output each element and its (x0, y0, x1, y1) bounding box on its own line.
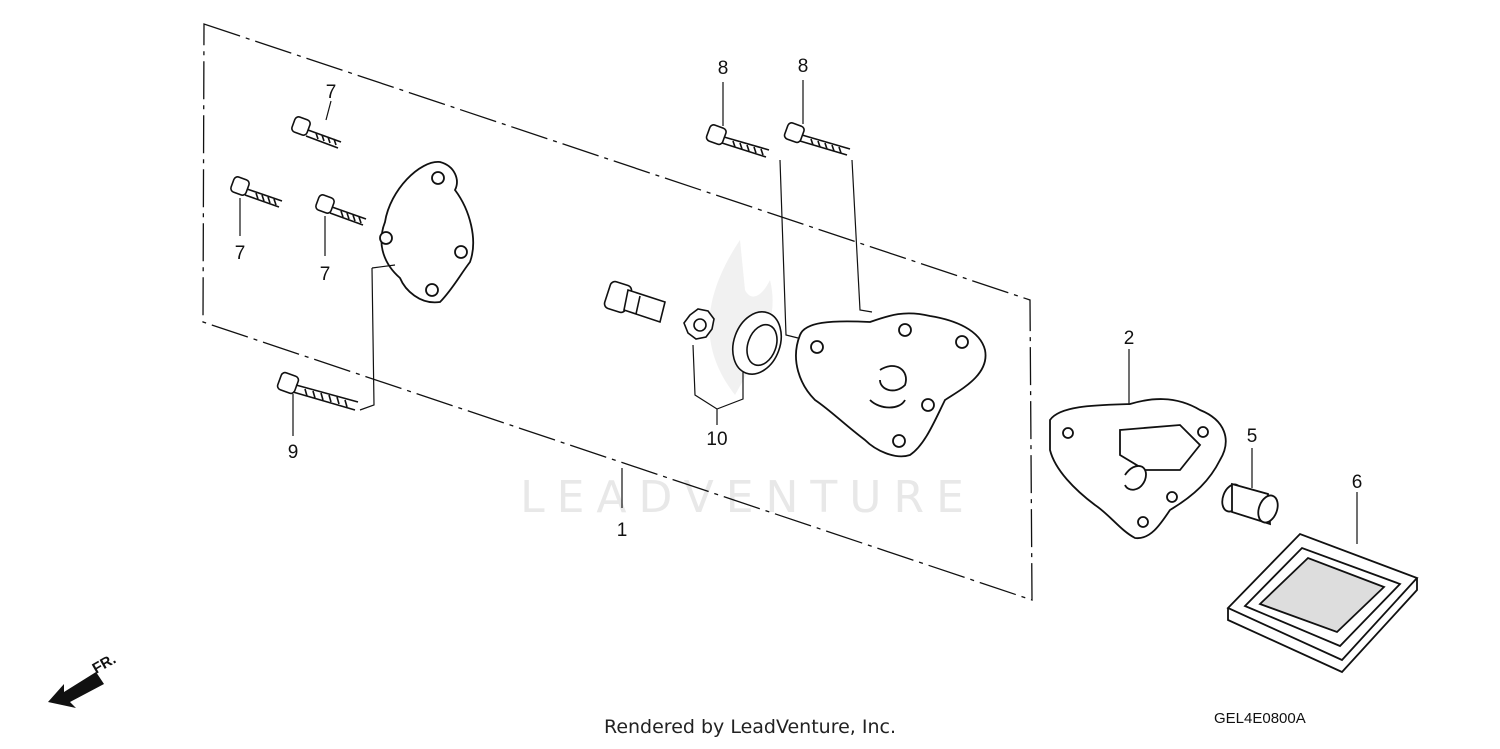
watermark-flame-icon (709, 240, 773, 395)
callout-7-left: 7 (235, 243, 246, 264)
bolt-9 (276, 371, 359, 411)
callout-9: 9 (288, 442, 299, 463)
bolt-8-left (705, 124, 770, 158)
bolt-7-top (291, 116, 342, 149)
callout-2: 2 (1124, 328, 1135, 349)
bolt-7-left (230, 176, 283, 208)
callout-1: 1 (617, 520, 628, 541)
bolt-7-mid (315, 194, 367, 226)
pump-body (795, 312, 987, 458)
watermark-text: LEADVENTURE (520, 472, 976, 523)
callout-8-left: 8 (718, 58, 729, 79)
oil-filter-screen (1226, 532, 1419, 674)
diagram-code: GEL4E0800A (1214, 710, 1306, 727)
pump-shaft (603, 280, 666, 324)
watermark: LEADVENTURE (520, 240, 976, 523)
callout-7-top: 7 (326, 82, 337, 103)
footer-credit: Rendered by LeadVenture, Inc. (603, 716, 897, 738)
callout-5: 5 (1247, 426, 1258, 447)
callout-8-right: 8 (798, 56, 809, 77)
gasket (1049, 398, 1227, 539)
callout-6: 6 (1352, 472, 1363, 493)
bushing (1221, 482, 1279, 526)
pump-cover (379, 161, 474, 304)
callout-7-mid: 7 (320, 264, 331, 285)
inner-rotor (683, 308, 715, 340)
callout-10: 10 (706, 429, 727, 450)
assembly-outline (202, 23, 1033, 601)
bolt-8-right (783, 122, 851, 156)
front-direction-arrow-icon: FR. (48, 651, 119, 708)
outer-rotor (731, 311, 783, 375)
